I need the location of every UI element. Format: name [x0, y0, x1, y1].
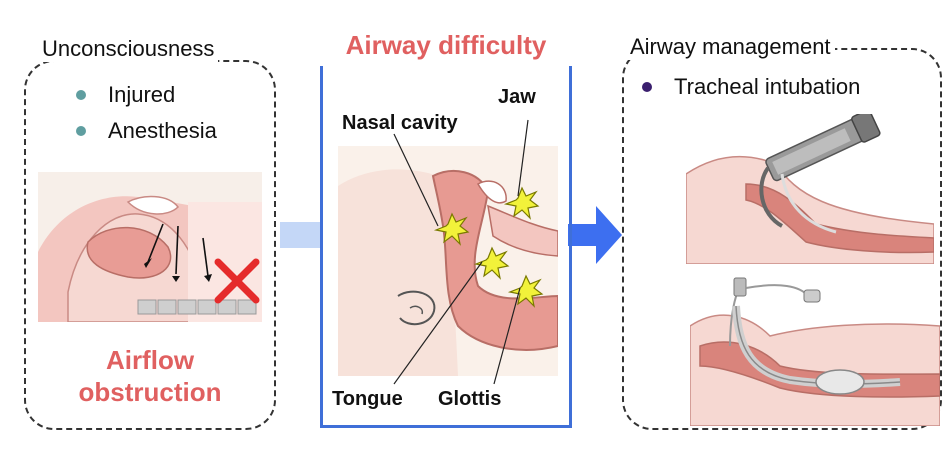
airway-anatomy-illustration — [338, 146, 558, 376]
outcome-line-2: obstruction — [78, 377, 222, 407]
outcome-line-1: Airflow — [105, 345, 195, 375]
airway-management-title: Airway management — [626, 34, 835, 60]
endotracheal-tube-illustration — [690, 277, 940, 426]
airway-difficulty-panel — [320, 66, 572, 428]
label-glottis: Glottis — [438, 388, 502, 410]
bullet-label: Tracheal intubation — [674, 74, 861, 99]
airflow-obstruction-text: Airflow obstruction — [24, 344, 276, 408]
bullet-dot-icon — [642, 82, 652, 92]
bullet-tracheal-intubation: Tracheal intubation — [642, 74, 860, 100]
label-jaw: Jaw — [498, 86, 536, 108]
label-nasal-cavity: Nasal cavity — [342, 112, 458, 134]
bullet-dot-icon — [76, 126, 86, 136]
airway-difficulty-title: Airway difficulty — [320, 30, 572, 61]
laryngoscope-illustration — [686, 114, 934, 264]
bullet-label: Anesthesia — [108, 118, 217, 143]
light-arrow-icon — [280, 222, 320, 248]
bullet-anesthesia: Anesthesia — [76, 118, 217, 144]
bullet-dot-icon — [76, 90, 86, 100]
label-tongue: Tongue — [332, 388, 403, 410]
label-leader-lines — [393, 119, 529, 385]
bullet-label: Injured — [108, 82, 176, 107]
arrow-right-icon — [568, 206, 622, 264]
bullet-injured: Injured — [76, 82, 175, 108]
obstructed-airway-illustration — [38, 172, 262, 322]
unconsciousness-title: Unconsciousness — [38, 36, 219, 62]
